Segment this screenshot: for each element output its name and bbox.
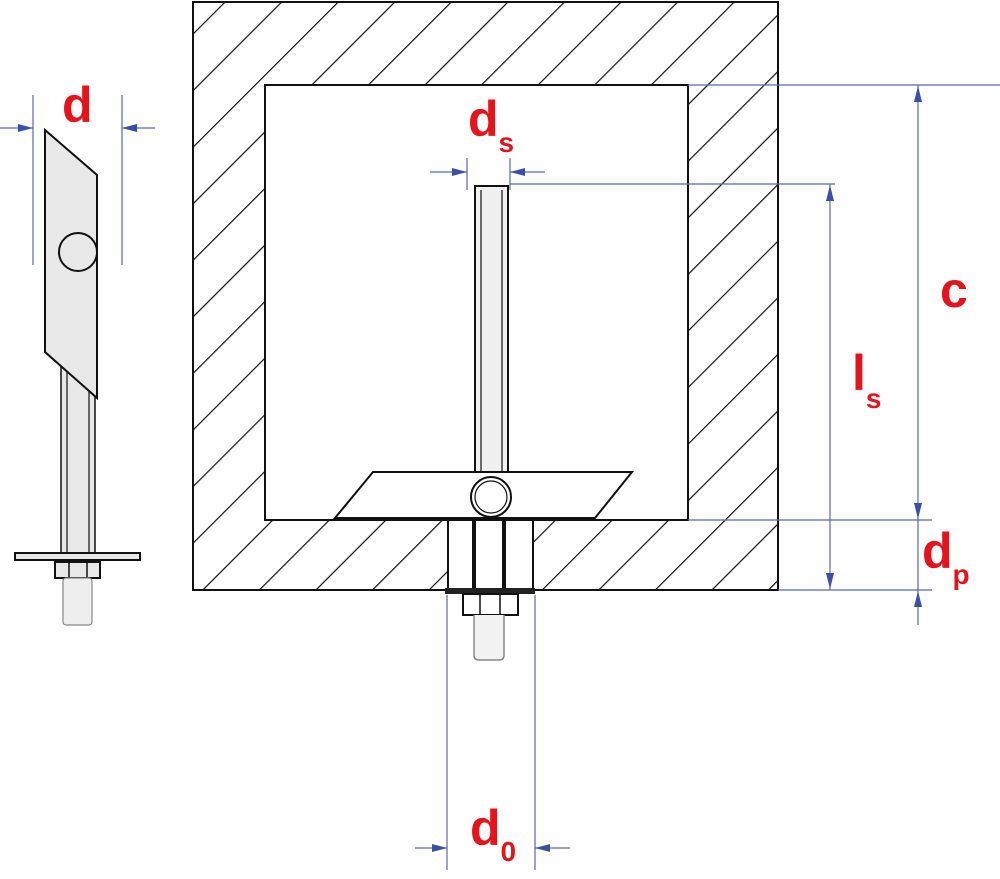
- label-ds-sub: s: [499, 127, 515, 158]
- label-dp-sub: p: [953, 559, 970, 590]
- dimension-dp: [778, 520, 932, 625]
- label-d0-base: d: [470, 800, 501, 856]
- dimension-d0: [415, 595, 570, 870]
- label-d0-sub: 0: [501, 836, 517, 867]
- label-ls-sub: s: [866, 383, 882, 414]
- label-d-base: d: [62, 77, 93, 133]
- label-c-base: c: [940, 262, 968, 318]
- dimension-d: [0, 95, 155, 265]
- label-dp: dp: [922, 523, 970, 590]
- anchor-installed: [332, 185, 635, 661]
- anchor-side-view: [14, 127, 141, 626]
- label-ls: ls: [852, 345, 881, 414]
- dimension-c: [688, 84, 1000, 521]
- label-d: d: [62, 77, 93, 133]
- label-dp-base: d: [922, 523, 953, 579]
- label-ls-base: l: [852, 345, 866, 401]
- label-d0: d0: [470, 800, 516, 867]
- dimension-ls: [826, 184, 834, 590]
- label-c: c: [940, 262, 968, 318]
- label-ds-base: d: [468, 91, 499, 147]
- label-ds: ds: [468, 91, 514, 158]
- dimension-ds: [430, 158, 835, 190]
